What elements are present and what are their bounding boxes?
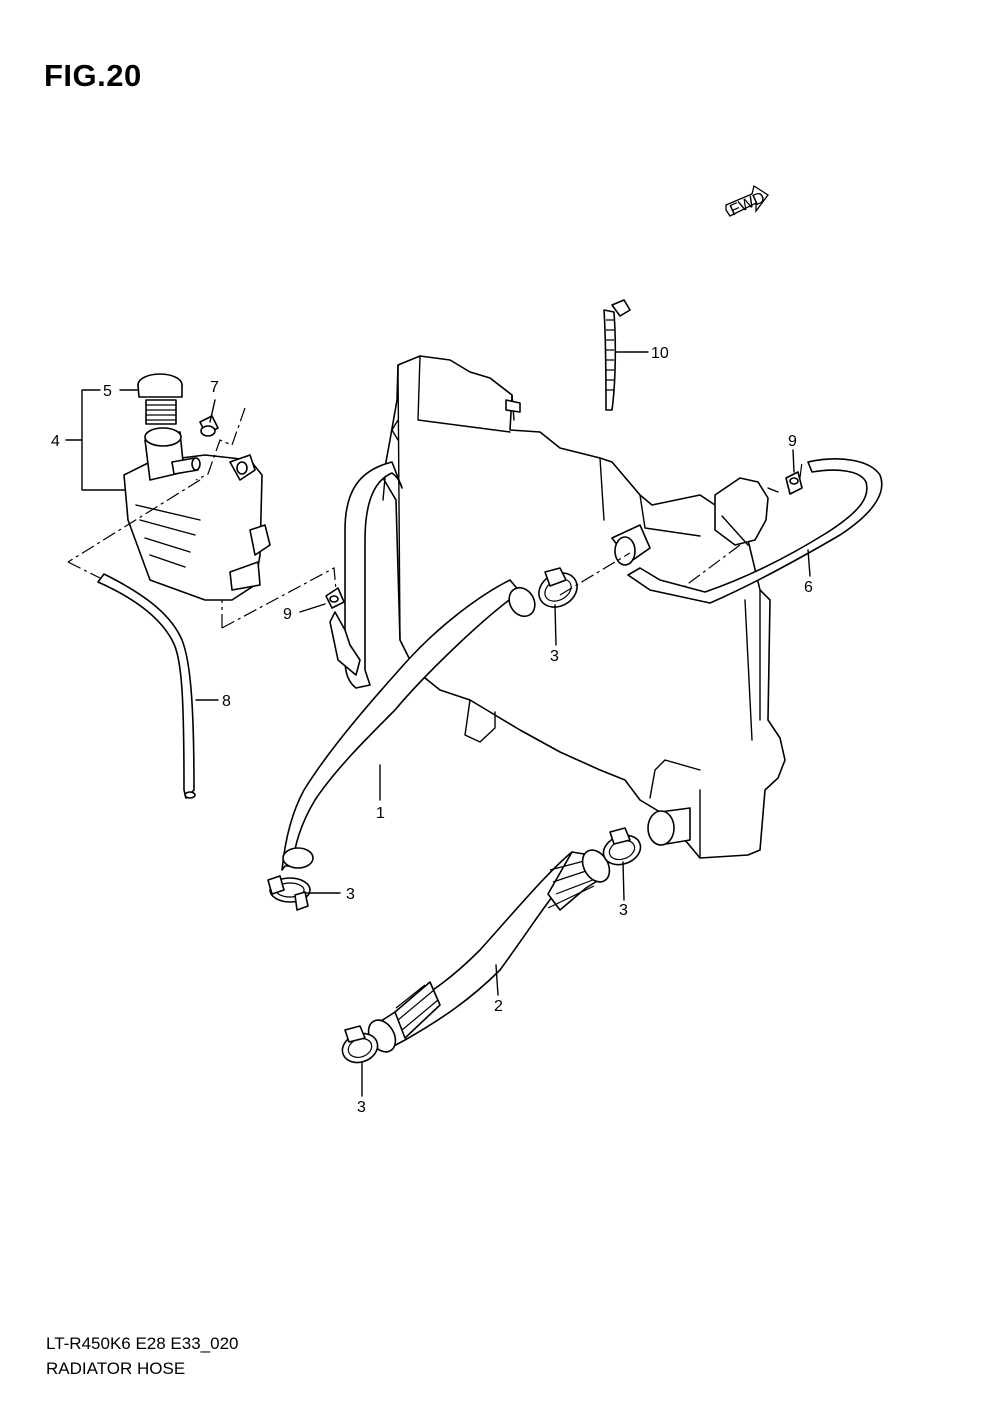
hose-clamp-3-hose1-lower	[267, 875, 311, 911]
forward-label: FWD	[728, 189, 768, 219]
hose-clip-9-left	[325, 587, 345, 609]
reserve-tank-cap-5	[137, 373, 183, 425]
cable-tie-10	[603, 299, 631, 411]
overflow-hose-6	[329, 458, 883, 689]
callout-8: 8	[222, 693, 231, 710]
callout-5: 5	[103, 383, 112, 400]
leader-lines	[195, 351, 811, 1097]
hose-clamp-3-hose2-lower	[341, 1025, 379, 1064]
callout-9-left: 9	[283, 606, 292, 623]
drain-hose-8	[97, 573, 196, 799]
bolt-7	[199, 415, 219, 437]
callout-1: 1	[376, 805, 385, 822]
callout-2: 2	[494, 998, 503, 1015]
callout-3-hose1-lower: 3	[346, 886, 355, 903]
callout-3-hose2-upper: 3	[619, 902, 628, 919]
callout-10: 10	[651, 345, 669, 362]
callout-3-hose2-lower: 3	[357, 1099, 366, 1116]
reserve-tank-4	[123, 427, 271, 601]
callout-9-right: 9	[788, 433, 797, 450]
callout-7: 7	[210, 379, 219, 396]
bracket-lines-4-5	[65, 389, 139, 491]
callout-6: 6	[804, 579, 813, 596]
callout-3-upper: 3	[550, 648, 559, 665]
radiator-hose-1	[281, 579, 536, 871]
callout-4: 4	[51, 433, 60, 450]
radiator-hose-2	[367, 849, 611, 1053]
section-name: RADIATOR HOSE	[46, 1359, 186, 1378]
assembly-dashed-lines	[67, 407, 803, 629]
hose-clip-9-right	[785, 471, 803, 495]
figure-title: FIG.20	[44, 58, 142, 93]
hose-clamp-3-hose2-upper	[602, 827, 642, 866]
radiator-body	[382, 355, 786, 859]
forward-direction-arrow-icon: FWD	[725, 184, 769, 220]
model-code: LT-R450K6 E28 E33_020	[46, 1334, 239, 1353]
hose-clamp-3-upper	[538, 567, 578, 608]
